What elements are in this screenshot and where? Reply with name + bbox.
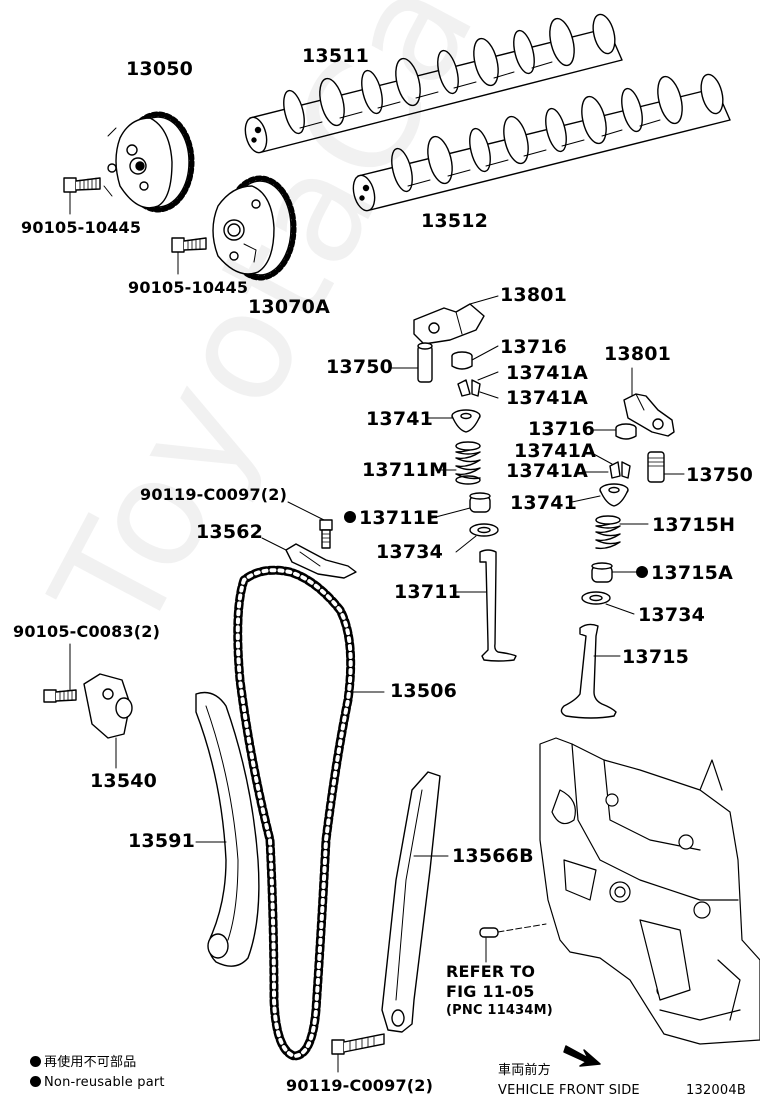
part-label-13562: 13562 <box>196 521 264 543</box>
valve-retainer-13741-a <box>427 409 481 433</box>
spring-seat-13734-a <box>455 523 499 553</box>
bolt-90105-10445-b <box>171 237 207 275</box>
bolt-90105-C0083 <box>43 643 77 703</box>
valve-keepers-13741A-b <box>581 451 631 479</box>
part-label-13540: 13540 <box>90 770 158 792</box>
refer-note-line3: (PNC 11434M) <box>446 1003 553 1018</box>
part-label-13715H: 13715H <box>652 514 736 536</box>
part-label-90105-10445-a: 90105-10445 <box>21 218 142 237</box>
part-label-13750-b: 13750 <box>686 464 754 486</box>
part-label-13741A-d: 13741A <box>506 460 589 482</box>
refer-note-line1: REFER TO <box>446 962 536 981</box>
part-label-13750-a: 13750 <box>326 356 394 378</box>
part-label-13734-a: 13734 <box>376 541 444 563</box>
valve-spring-13715H <box>595 515 649 550</box>
part-label-13716-a: 13716 <box>500 336 568 358</box>
vehicle-front-en: VEHICLE FRONT SIDE <box>498 1083 640 1098</box>
intake-valve-13711 <box>455 549 517 662</box>
part-label-13711M: 13711M <box>362 459 449 481</box>
part-label-13566B: 13566B <box>452 845 534 867</box>
part-label-13711E: 13711E <box>344 509 439 528</box>
legend-jp-text: 再使用不可部品 <box>44 1055 137 1070</box>
part-label-90119-C0097-a: 90119-C0097(2) <box>140 485 288 504</box>
chain-slipper-13591 <box>195 691 260 967</box>
non-reusable-marker-icon <box>30 1056 41 1067</box>
part-label-13591: 13591 <box>128 830 196 852</box>
part-label-90119-C0097-b: 90119-C0097(2) <box>286 1076 434 1095</box>
valve-spring-13711M <box>435 441 481 485</box>
part-label-90105-10445-b: 90105-10445 <box>128 278 249 297</box>
part-label-13801-a: 13801 <box>500 284 568 306</box>
part-label-13506: 13506 <box>390 680 458 702</box>
part-label-13715: 13715 <box>622 646 690 668</box>
pin-reference-11434M <box>479 923 547 963</box>
part-label-13741A-c: 13741A <box>514 440 597 462</box>
rocker-arm-13801-a <box>413 295 499 345</box>
engine-block-reference <box>539 737 760 1045</box>
part-label-13050: 13050 <box>126 58 194 80</box>
valve-stem-cap-13716-a <box>451 345 499 370</box>
part-label-13741A-b: 13741A <box>506 387 589 409</box>
valve-stem-seal-13715A <box>591 562 637 583</box>
lash-adjuster-13750-a <box>389 342 433 383</box>
valve-retainer-13741-b <box>571 483 629 507</box>
bolt-90119-C0097-b <box>331 1033 385 1073</box>
chain-damper-13566B <box>381 771 449 1033</box>
part-label-13070A: 13070A <box>248 296 331 318</box>
part-label-90105-C0083: 90105-C0083(2) <box>13 622 161 641</box>
non-reusable-marker-icon <box>30 1076 41 1087</box>
valve-stem-seal-13711E <box>431 492 491 519</box>
part-label-13715A: 13715A <box>636 564 733 583</box>
camshaft-13512 <box>352 73 731 212</box>
part-label-13741A-a: 13741A <box>506 362 589 384</box>
timing-chain-13506 <box>233 565 385 1061</box>
part-label-13741-a: 13741 <box>366 408 434 430</box>
part-label-13512: 13512 <box>421 210 489 232</box>
camshaft-13511 <box>244 13 623 154</box>
valve-stem-cap-13716-b <box>591 423 637 440</box>
cam-timing-gear-13070A <box>212 175 297 281</box>
part-label-13715A-text: 13715A <box>651 562 734 584</box>
bolt-90119-C0097-a <box>287 501 333 549</box>
part-label-13741-b: 13741 <box>510 492 578 514</box>
figure-id: 132004B <box>686 1083 746 1098</box>
non-reusable-marker-icon <box>344 510 356 523</box>
vehicle-front-arrow-icon <box>563 1045 601 1067</box>
lash-adjuster-13750-b <box>647 451 685 483</box>
chain-guide-13562 <box>261 537 357 579</box>
cam-timing-gear-13050 <box>103 111 195 213</box>
rocker-arm-13801-b <box>623 367 675 437</box>
legend-en-text: Non-reusable part <box>44 1075 165 1090</box>
part-label-13711: 13711 <box>394 581 462 603</box>
refer-note-line2: FIG 11-05 <box>446 982 535 1001</box>
part-label-13801-b: 13801 <box>604 343 672 365</box>
spring-seat-13734-b <box>581 591 635 615</box>
exhaust-valve-13715 <box>560 623 621 719</box>
valve-keepers-13741A-a <box>457 371 499 399</box>
part-label-13511: 13511 <box>302 45 370 67</box>
chain-tensioner-13540 <box>83 673 133 769</box>
legend-en: Non-reusable part <box>30 1076 165 1089</box>
legend-jp: 再使用不可部品 <box>30 1056 136 1069</box>
non-reusable-marker-icon <box>636 565 648 578</box>
vehicle-front-jp: 車両前方 <box>498 1063 551 1078</box>
part-label-13711E-text: 13711E <box>359 507 440 529</box>
part-label-13734-b: 13734 <box>638 604 706 626</box>
bolt-90105-10445-a <box>63 177 101 215</box>
part-label-13716-b: 13716 <box>528 418 596 440</box>
